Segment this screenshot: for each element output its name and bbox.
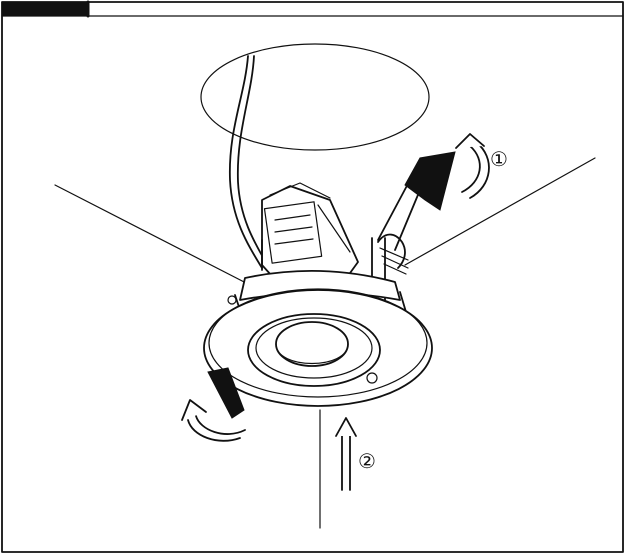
clip-grip-left — [207, 367, 245, 419]
ceiling-cutout — [200, 43, 430, 151]
rotate-arrow-1 — [455, 133, 490, 199]
supply-wires — [228, 55, 269, 269]
step-1-label: ① — [490, 147, 508, 171]
figure-tab — [1, 1, 89, 17]
rotate-arrow-left — [181, 399, 246, 442]
terminal-block — [261, 182, 359, 286]
push-arrow-2 — [335, 417, 357, 491]
clip-grip-right — [404, 151, 456, 211]
ceiling-lines — [54, 157, 596, 286]
step-2-label: ② — [358, 449, 376, 473]
spring-clip-right — [371, 151, 456, 301]
trim-ring — [203, 288, 433, 407]
